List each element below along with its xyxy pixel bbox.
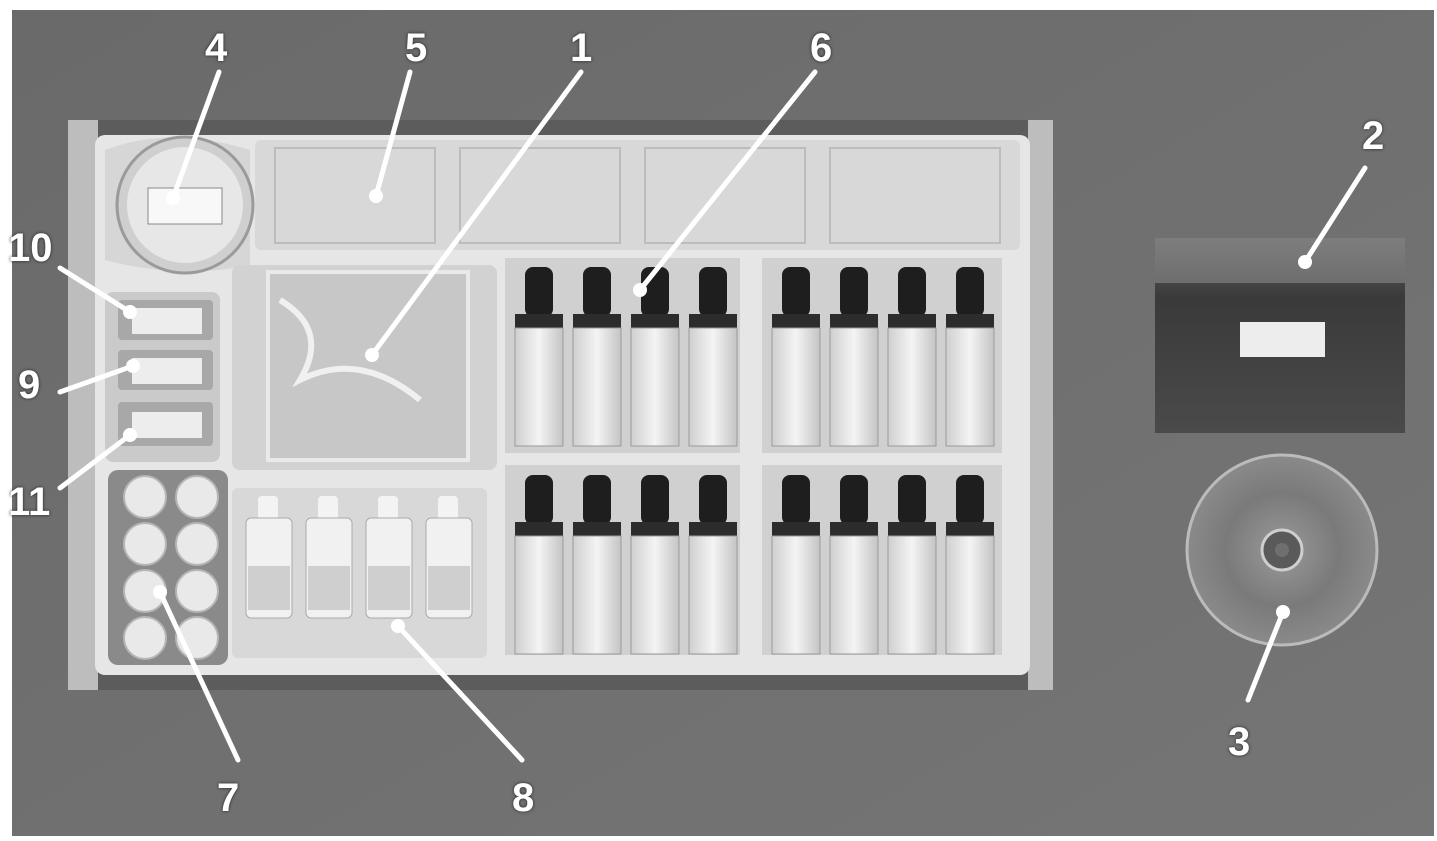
vial-cap <box>699 267 727 317</box>
dropper-tip <box>258 496 278 520</box>
callout-1: 1 <box>570 26 593 70</box>
vial <box>945 327 995 447</box>
vial <box>572 327 622 447</box>
vial <box>829 327 879 447</box>
vial-cap <box>699 475 727 525</box>
vial-cap <box>525 267 553 317</box>
bottle-cap <box>175 569 219 613</box>
vial <box>887 535 937 655</box>
callout-5: 5 <box>405 26 428 70</box>
vial-cap <box>956 267 984 317</box>
vial <box>572 535 622 655</box>
vial-cap <box>840 475 868 525</box>
callout-8: 8 <box>512 776 535 820</box>
bottle-cap <box>123 475 167 519</box>
vial-cap <box>956 475 984 525</box>
vial-cap <box>641 475 669 525</box>
dropper-tip <box>438 496 458 520</box>
dropper-tip <box>378 496 398 520</box>
vial <box>887 327 937 447</box>
callout-2: 2 <box>1362 114 1385 158</box>
callout-7: 7 <box>217 776 240 820</box>
bottle-cap <box>123 616 167 660</box>
vial <box>945 535 995 655</box>
vial-cap <box>525 475 553 525</box>
vial <box>688 327 738 447</box>
dropper-tip <box>318 496 338 520</box>
vial-cap <box>898 475 926 525</box>
vial-cap <box>583 267 611 317</box>
vial <box>630 327 680 447</box>
vial-cap <box>782 267 810 317</box>
vial <box>771 535 821 655</box>
vial <box>630 535 680 655</box>
callout-10: 10 <box>8 226 53 270</box>
vial <box>688 535 738 655</box>
bottle-cap <box>123 522 167 566</box>
callout-11: 11 <box>8 480 51 524</box>
vial <box>771 327 821 447</box>
bottle-cap <box>175 522 219 566</box>
item-5-compartment <box>255 140 1020 250</box>
callout-4: 4 <box>205 26 228 70</box>
bottle-cap <box>175 475 219 519</box>
callout-6: 6 <box>810 26 833 70</box>
vial-cap <box>782 475 810 525</box>
item-8-bottles <box>245 496 473 619</box>
vial-cap <box>840 267 868 317</box>
vial-cap <box>583 475 611 525</box>
vial <box>514 327 564 447</box>
vial <box>514 535 564 655</box>
callout-9: 9 <box>18 363 41 407</box>
vial-cap <box>898 267 926 317</box>
item-7-bottles <box>123 475 219 660</box>
vial <box>829 535 879 655</box>
item-1-pouch <box>266 270 470 462</box>
callout-3: 3 <box>1228 720 1251 764</box>
